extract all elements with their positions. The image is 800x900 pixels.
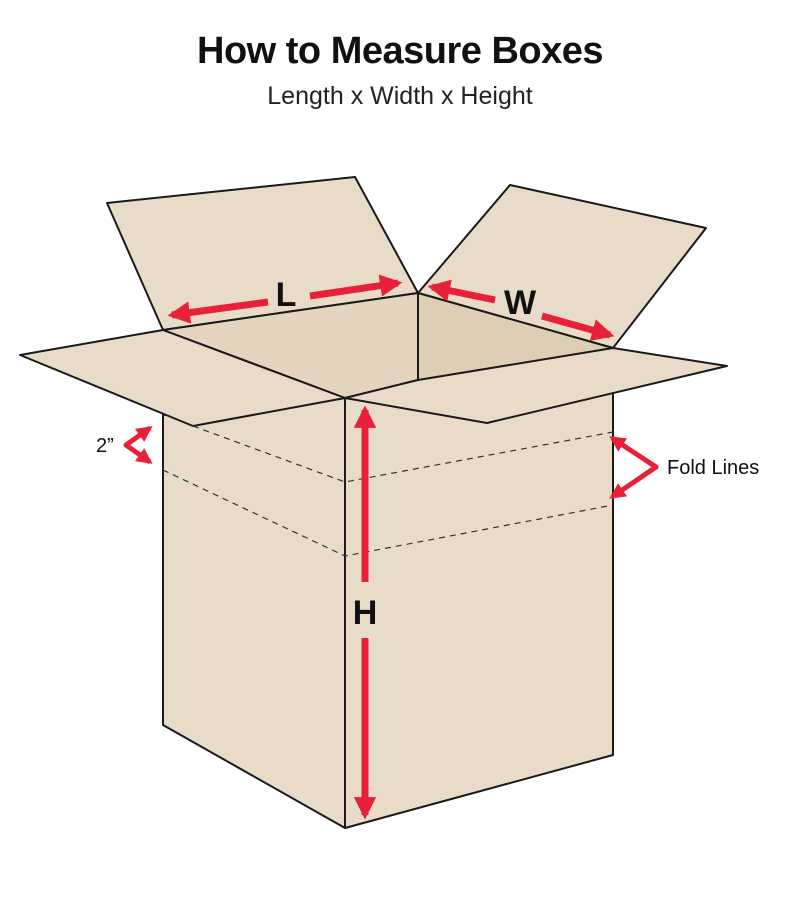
- fold-line-lower: [162, 469, 614, 557]
- page-subtitle: Length x Width x Height: [267, 82, 533, 110]
- flap-depth-label: 2”: [96, 435, 114, 457]
- flap-depth-bracket: [123, 425, 153, 465]
- length-arrow-left: [167, 298, 269, 324]
- left-side-wall: [162, 397, 346, 829]
- page-title: How to Measure Boxes: [197, 30, 604, 72]
- width-arrow-right: [541, 312, 615, 341]
- width-label: W: [504, 284, 537, 322]
- height-label: H: [353, 594, 378, 632]
- fold-line-upper: [192, 425, 614, 483]
- width-arrow-left: [427, 279, 496, 304]
- length-arrow-right: [309, 274, 403, 300]
- fold-lines-label: Fold Lines: [667, 457, 759, 479]
- length-label: L: [276, 276, 297, 314]
- front-right-flap: [344, 347, 728, 424]
- fold-lines-bracket: [609, 435, 659, 500]
